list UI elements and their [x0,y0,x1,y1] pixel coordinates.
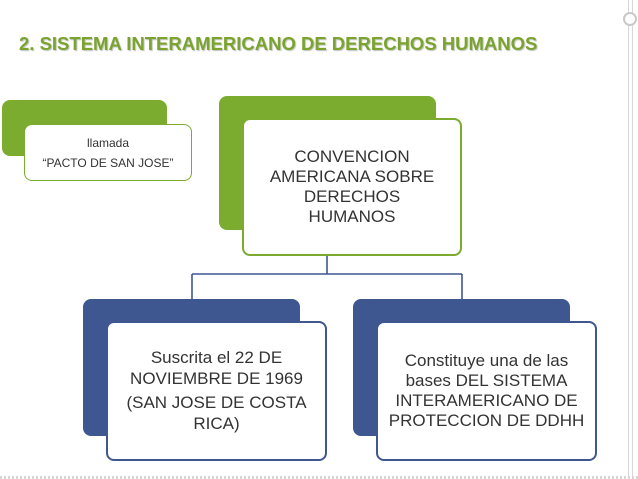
connector-root-to-children [191,256,463,299]
right-child-text: Constituye una de las bases DEL SISTEMA … [388,351,585,430]
root-node-text: CONVENCION AMERICANA SOBRE DERECHOS HUMA… [269,147,435,226]
left-child-date: Suscrita el 22 DE NOVIEMBRE DE 1969 [130,348,303,388]
root-node: CONVENCION AMERICANA SOBRE DERECHOS HUMA… [242,118,462,256]
side-note-name: “PACTO DE SAN JOSE” [42,155,174,170]
side-note-label: llamada [86,135,130,150]
right-border-line-outer [632,0,633,479]
right-border-line [628,0,629,479]
slide-title: 2. SISTEMA INTERAMERICANO DE DERECHOS HU… [19,33,538,54]
bottom-pattern-band [0,476,638,479]
side-note-box: llamada “PACTO DE SAN JOSE” [24,124,192,181]
right-child-node: Constituye una de las bases DEL SISTEMA … [376,321,597,461]
decorative-circle [623,12,637,26]
left-child-node: Suscrita el 22 DE NOVIEMBRE DE 1969 (SAN… [106,321,327,461]
left-child-place: (SAN JOSE DE COSTA RICA) [126,393,307,433]
